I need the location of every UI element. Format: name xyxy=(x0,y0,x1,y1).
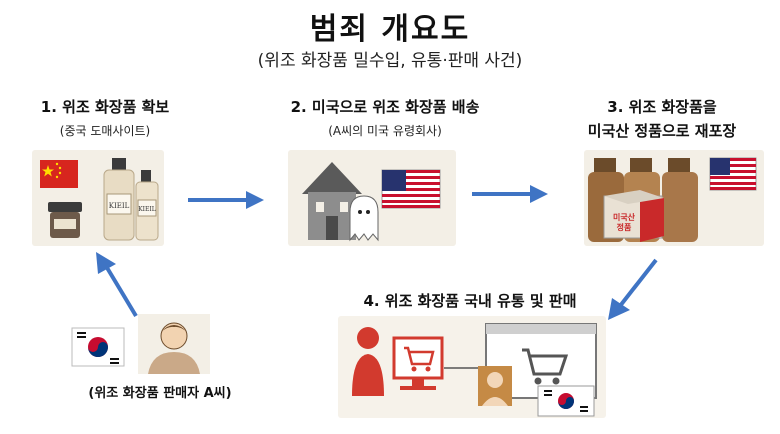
customer-avatar-icon xyxy=(478,366,512,406)
step4-illustration xyxy=(338,316,606,418)
ghost-icon xyxy=(349,195,379,242)
package-box-icon xyxy=(603,190,664,242)
product-label: KIEIL xyxy=(138,206,156,213)
step2-illustration xyxy=(288,150,456,246)
arrow-step3-to-step4 xyxy=(602,256,662,322)
seller-label: (위조 화장품 판매자 A씨) xyxy=(88,386,232,401)
diagram-title: 범죄 개요도 xyxy=(309,12,471,47)
arrow-step2-to-step3 xyxy=(470,182,550,206)
ghost-company-building-icon xyxy=(302,162,362,240)
step1-title: 1. 위조 화장품 확보 xyxy=(40,98,170,116)
bottle-icon xyxy=(103,158,135,241)
step3-title-line2: 미국산 정품으로 재포장 xyxy=(587,122,737,140)
step3-title-line1: 3. 위조 화장품을 xyxy=(607,98,717,116)
diagram-subtitle: (위조 화장품 밀수입, 유통·판매 사건) xyxy=(257,51,523,71)
usa-flag-icon xyxy=(381,169,441,209)
usa-flag-icon xyxy=(709,157,757,191)
china-flag-icon xyxy=(40,160,78,188)
cream-jar-icon xyxy=(48,202,82,238)
korea-flag-icon xyxy=(537,385,595,417)
product-label: KIEIL xyxy=(109,202,130,210)
step1-illustration: KIEIL KIEIL xyxy=(32,150,164,246)
step2-subtitle: (A씨의 미국 유령회사) xyxy=(328,124,442,138)
box-label-line1: 미국산 xyxy=(613,212,636,222)
box-label-line2: 정품 xyxy=(617,222,632,232)
arrow-step1-to-step2 xyxy=(186,188,266,212)
small-bottle-icon xyxy=(135,170,159,241)
step3-illustration: 미국산 정품 xyxy=(584,150,764,246)
step2-title: 2. 미국으로 위조 화장품 배송 xyxy=(290,98,480,116)
step4-title: 4. 위조 화장품 국내 유통 및 판매 xyxy=(363,292,577,310)
step1-subtitle: (중국 도매사이트) xyxy=(59,124,151,138)
seller-avatar-icon xyxy=(138,314,210,374)
arrow-seller-to-step1 xyxy=(92,250,148,320)
cart-icon xyxy=(404,346,435,372)
online-shopping-person-icon xyxy=(352,327,444,396)
korea-flag-icon xyxy=(71,327,125,367)
seller-illustration xyxy=(68,314,214,374)
